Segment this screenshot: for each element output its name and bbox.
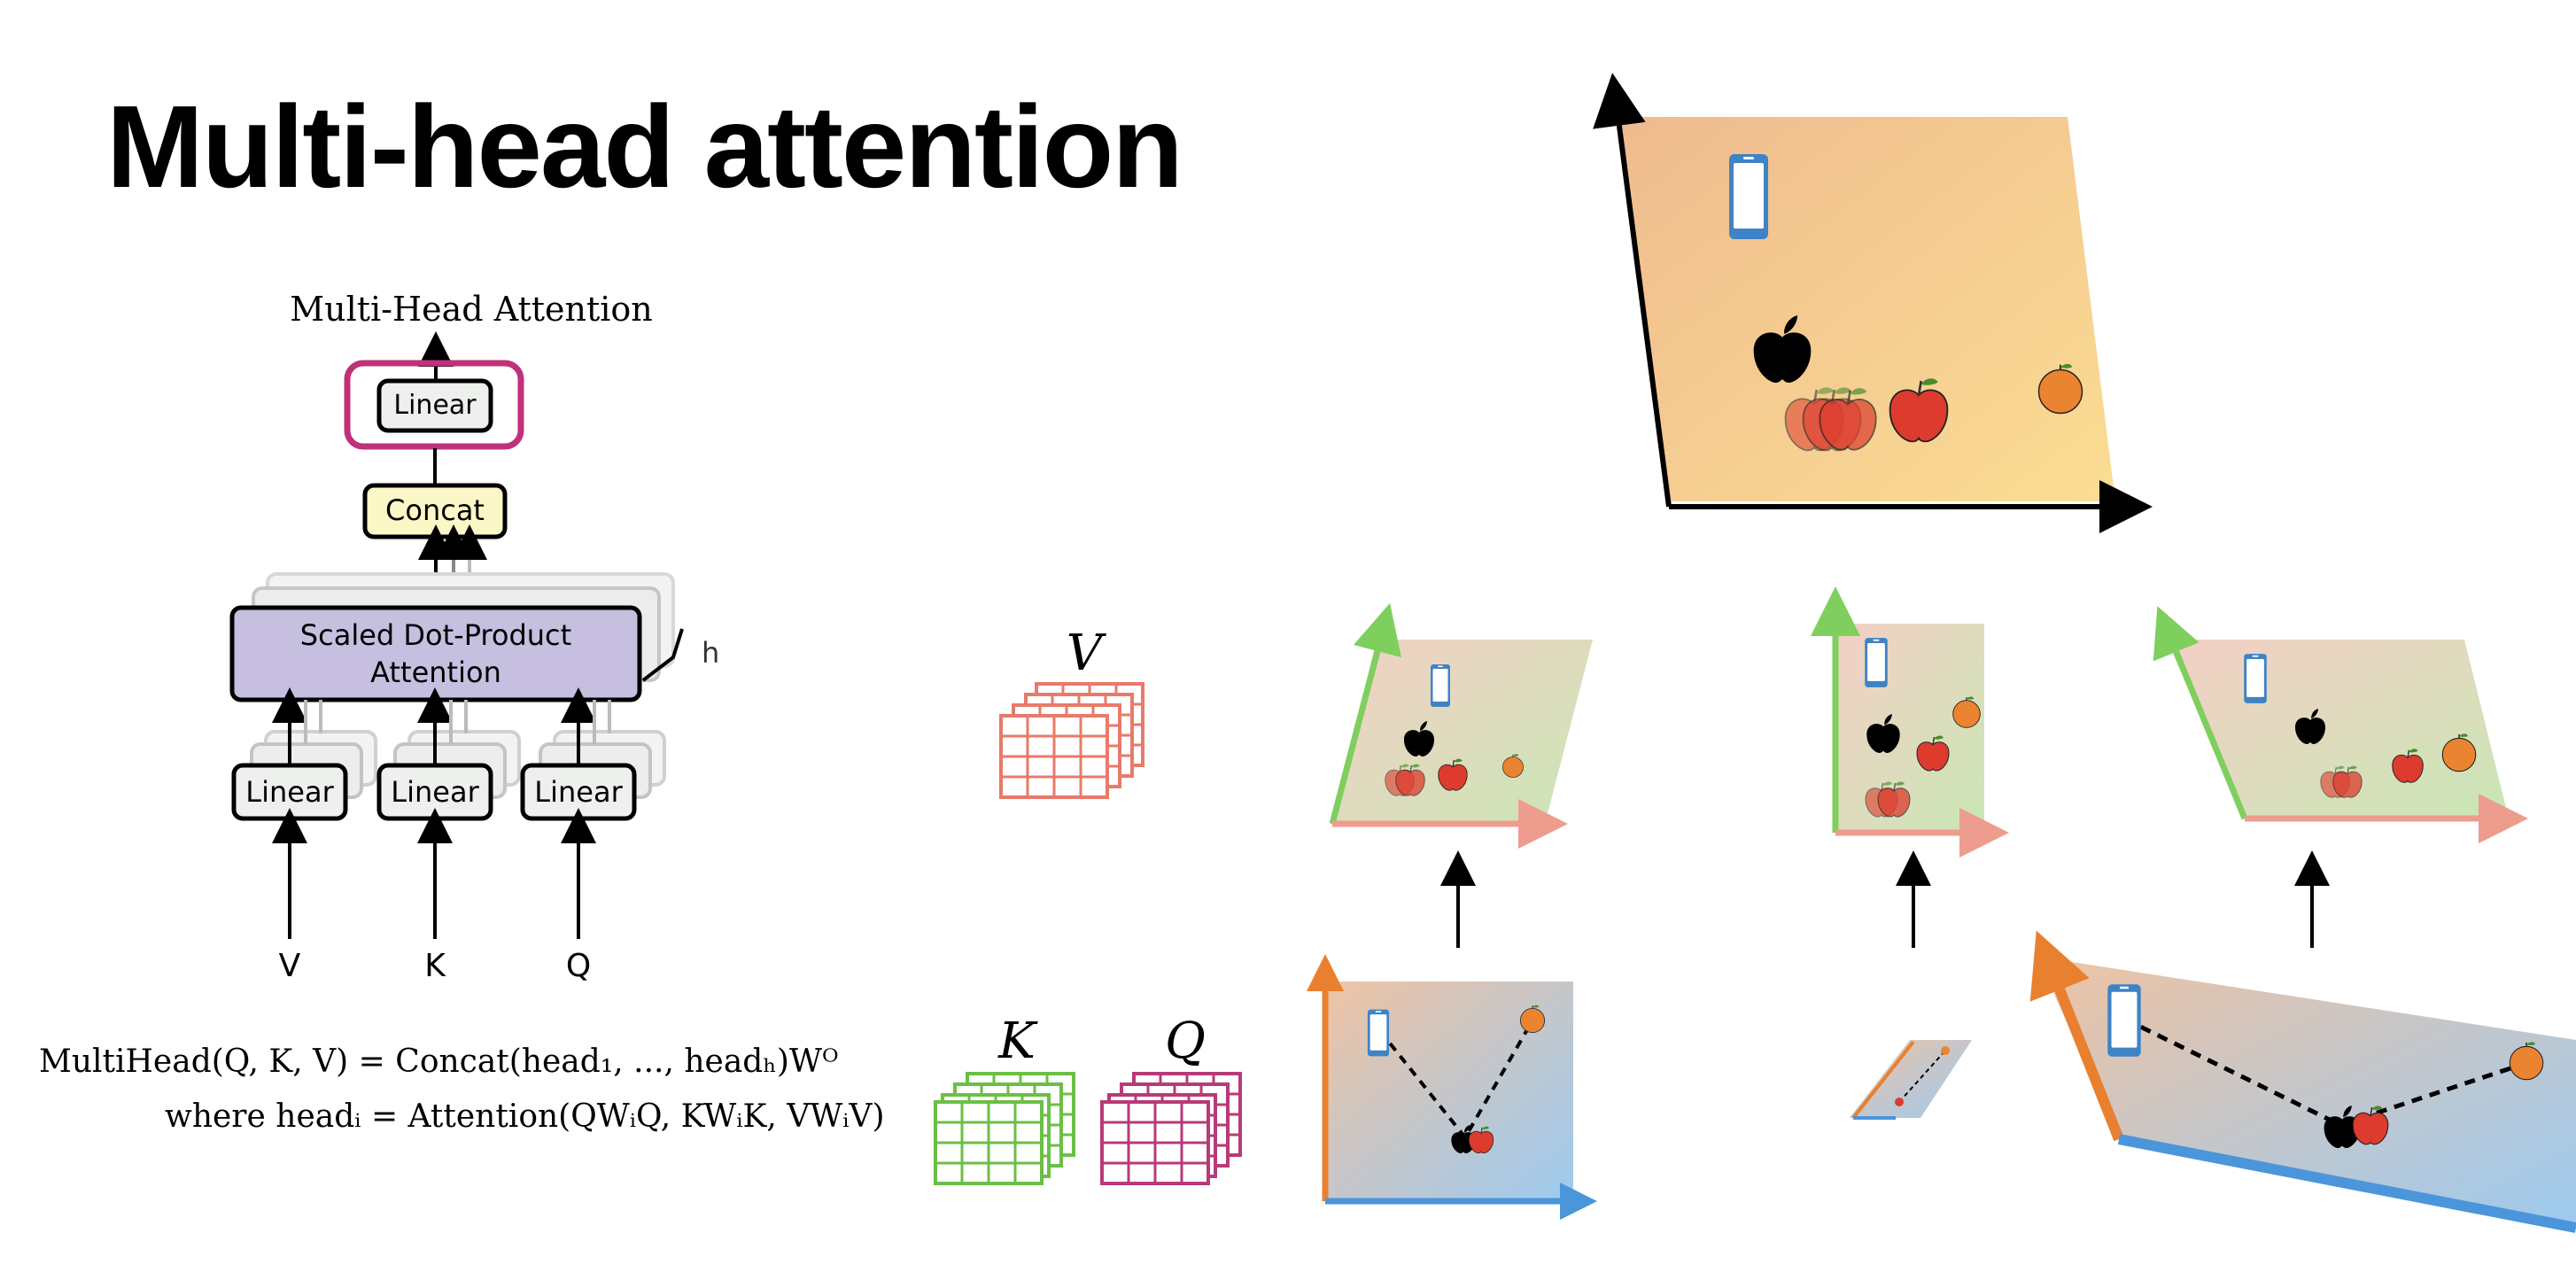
head1-output-plane <box>1329 602 1593 849</box>
linear-k-label: Linear <box>391 775 479 809</box>
head1-input-plane <box>1307 954 1597 1220</box>
input-k-label: K <box>424 948 446 984</box>
formula-head-definition: where headᵢ = Attention(QWᵢQ, KWᵢK, VWᵢV… <box>165 1098 885 1135</box>
linear-v-group: Linear <box>231 730 377 821</box>
linear-highlight-frame <box>344 360 524 450</box>
concat-label: Concat <box>385 493 485 527</box>
plane-y-axis <box>1593 73 1672 508</box>
multi-head-attention-diagram: Multi-Head Attention Linear Concat Scale… <box>229 290 719 984</box>
head2-input-plane <box>1850 1040 1972 1120</box>
linear-q-label: Linear <box>534 775 623 809</box>
query-matrix-stack: Q <box>1100 1013 1242 1185</box>
linear-q-group: Linear <box>520 730 666 821</box>
linear-output-label: Linear <box>393 390 477 421</box>
diagram-title: Multi-Head Attention <box>290 290 653 329</box>
input-v-label: V <box>279 948 301 984</box>
head3-output-plane <box>2153 606 2528 843</box>
linear-k-group: Linear <box>376 730 521 821</box>
value-matrix-label: V <box>1067 625 1107 682</box>
formula-multihead: MultiHead(Q, K, V) = Concat(head₁, ..., … <box>39 1044 839 1080</box>
head2-output-plane <box>1811 586 2009 857</box>
input-q-label: Q <box>566 948 591 984</box>
combined-embedding-plane <box>1593 73 2153 533</box>
linear-output-block <box>376 378 493 433</box>
key-matrix-label: K <box>997 1013 1038 1070</box>
key-matrix-stack: K <box>934 1013 1075 1185</box>
attention-label-line1: Scaled Dot-Product <box>300 618 571 652</box>
head3-input-plane <box>2029 930 2576 1233</box>
attention-label-line2: Attention <box>370 656 501 689</box>
linear-v-label: Linear <box>245 775 334 809</box>
heads-bracket <box>641 628 684 682</box>
heads-label: h <box>702 636 719 670</box>
value-matrix-stack: V <box>999 625 1144 799</box>
query-matrix-label: Q <box>1165 1013 1206 1070</box>
slide-title: Multi-head attention <box>106 81 1183 212</box>
